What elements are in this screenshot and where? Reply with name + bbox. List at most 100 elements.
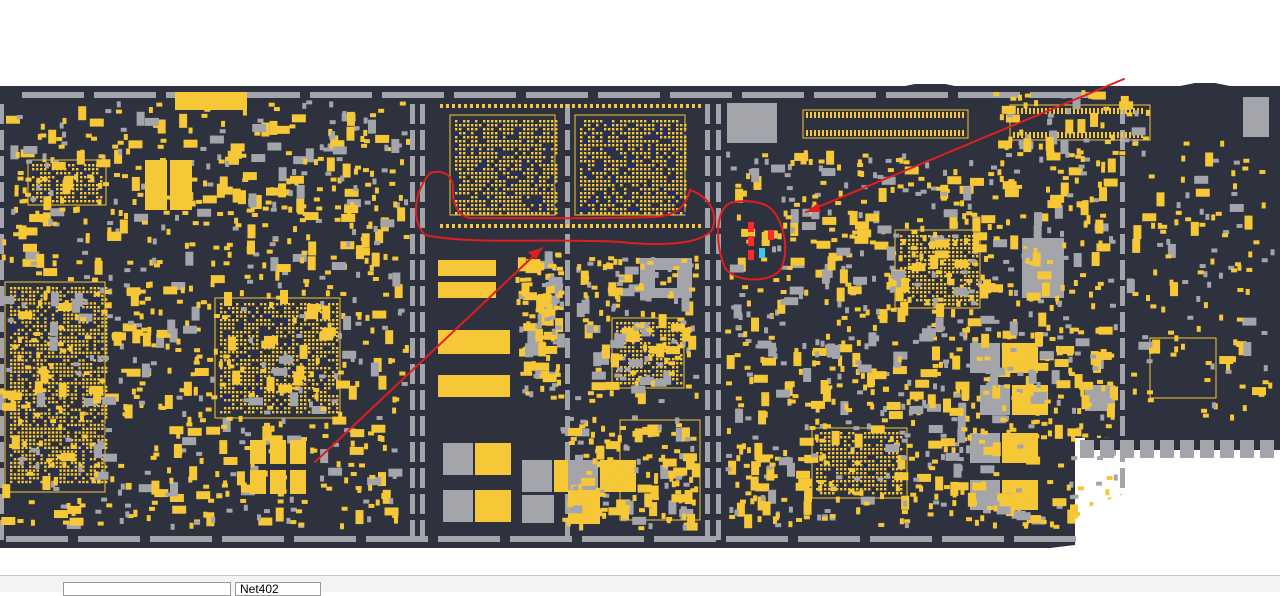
bga-ball[interactable] [240, 351, 243, 354]
bga-ball[interactable] [312, 383, 315, 386]
smd-pad[interactable] [522, 300, 529, 305]
bga-ball[interactable] [82, 294, 85, 297]
bga-ball[interactable] [660, 192, 663, 195]
bga-ball[interactable] [463, 148, 466, 151]
smd-pad[interactable] [393, 517, 398, 524]
bga-ball[interactable] [100, 188, 103, 191]
smd-pad[interactable] [164, 394, 173, 409]
bga-ball[interactable] [551, 160, 554, 163]
bga-ball[interactable] [455, 164, 458, 167]
pad[interactable] [530, 104, 533, 108]
bga-ball[interactable] [523, 196, 526, 199]
bga-ball[interactable] [475, 120, 478, 123]
bga-ball[interactable] [48, 461, 51, 465]
bga-ball[interactable] [80, 200, 83, 203]
bga-ball[interactable] [288, 403, 291, 406]
bga-ball[interactable] [459, 180, 462, 183]
bga-ball[interactable] [40, 450, 43, 453]
bga-ball[interactable] [86, 366, 89, 370]
bga-ball[interactable] [523, 160, 526, 163]
smd-pad[interactable] [527, 362, 542, 371]
bga-ball[interactable] [555, 140, 558, 143]
edge-pad[interactable] [410, 312, 415, 332]
bga-ball[interactable] [543, 156, 546, 159]
bga-ball[interactable] [52, 188, 55, 191]
bga-ball[interactable] [580, 144, 583, 147]
bga-ball[interactable] [324, 351, 327, 354]
bga-ball[interactable] [88, 192, 91, 195]
bga-ball[interactable] [515, 204, 518, 207]
bga-ball[interactable] [515, 144, 518, 147]
bga-ball[interactable] [908, 243, 911, 246]
bga-ball[interactable] [455, 120, 458, 123]
smd-pad[interactable] [22, 187, 27, 194]
bga-ball[interactable] [680, 180, 683, 183]
bga-ball[interactable] [82, 306, 85, 309]
bga-ball[interactable] [13, 321, 17, 324]
smd-pad[interactable] [549, 281, 556, 286]
pad[interactable] [470, 104, 473, 108]
edge-pad[interactable] [716, 260, 721, 280]
smd-pad[interactable] [270, 425, 275, 432]
bga-ball[interactable] [523, 164, 526, 167]
smd-pad[interactable] [167, 319, 176, 334]
bga-ball[interactable] [17, 370, 20, 373]
smd-pad[interactable] [206, 392, 213, 397]
connector-pin[interactable] [1073, 108, 1075, 114]
bga-ball[interactable] [308, 363, 311, 366]
bga-ball[interactable] [89, 370, 93, 373]
smd-pad[interactable] [583, 292, 588, 299]
bga-ball[interactable] [97, 306, 100, 309]
bga-ball[interactable] [67, 328, 70, 332]
edge-pad[interactable] [705, 130, 710, 150]
bga-ball[interactable] [76, 188, 79, 191]
bga-ball[interactable] [584, 124, 587, 127]
edge-pad[interactable] [565, 130, 570, 150]
smd-pad[interactable] [294, 386, 301, 391]
bga-ball[interactable] [479, 144, 482, 147]
bga-ball[interactable] [535, 204, 538, 207]
smd-pad[interactable] [308, 401, 313, 408]
bga-ball[interactable] [236, 343, 239, 346]
bga-ball[interactable] [600, 120, 603, 123]
connector-pin[interactable] [1033, 132, 1035, 138]
smd-pad[interactable] [346, 241, 351, 248]
smd-pad[interactable] [189, 522, 194, 529]
bga-ball[interactable] [499, 188, 502, 191]
bga-ball[interactable] [652, 334, 655, 337]
bga-ball[interactable] [93, 332, 96, 335]
smd-pad[interactable] [606, 262, 611, 269]
bga-ball[interactable] [228, 383, 231, 386]
smd-pad[interactable] [26, 159, 33, 164]
smd-pad[interactable] [586, 325, 601, 334]
bga-ball[interactable] [543, 160, 546, 163]
bga-ball[interactable] [539, 184, 542, 187]
bga-ball[interactable] [308, 371, 311, 374]
smd-pad[interactable] [66, 502, 71, 509]
smd-pad[interactable] [107, 228, 112, 235]
bga-ball[interactable] [292, 375, 295, 378]
smd-pad[interactable] [595, 446, 600, 453]
bga-ball[interactable] [664, 124, 667, 127]
smd-pad[interactable] [635, 393, 642, 398]
bga-ball[interactable] [664, 204, 667, 207]
edge-pad[interactable] [294, 536, 356, 542]
bga-ball[interactable] [620, 152, 623, 155]
bga-ball[interactable] [531, 164, 534, 167]
bga-ball[interactable] [656, 128, 659, 131]
bga-ball[interactable] [10, 378, 13, 381]
bga-ball[interactable] [101, 412, 104, 415]
connector-pin[interactable] [1117, 108, 1119, 114]
bga-ball[interactable] [312, 343, 315, 346]
bga-ball[interactable] [55, 370, 58, 373]
bga-ball[interactable] [612, 156, 615, 159]
bga-ball[interactable] [101, 321, 104, 324]
smd-pad[interactable] [360, 135, 365, 142]
edge-pad[interactable] [716, 312, 721, 332]
smd-pad[interactable] [227, 150, 242, 159]
bga-ball[interactable] [101, 465, 104, 468]
smd-pad[interactable] [116, 101, 121, 108]
smd-pad[interactable] [141, 327, 148, 332]
bga-ball[interactable] [93, 382, 96, 385]
bga-ball[interactable] [612, 120, 615, 123]
